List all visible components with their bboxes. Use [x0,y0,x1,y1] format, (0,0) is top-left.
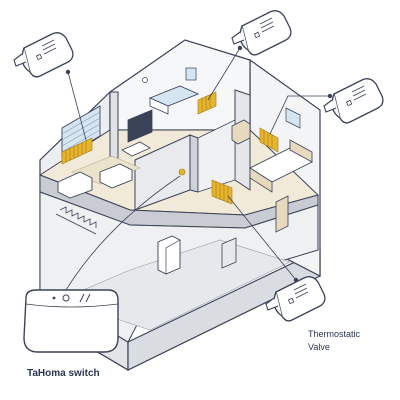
thermostatic-valve-label-line1: Thermostatic [308,329,361,339]
bed-headboard [289,139,313,163]
lower-door [221,237,237,269]
connector-valve-top-left [67,71,87,141]
bathroom-light [142,77,148,83]
tv [127,109,153,143]
radiator-bedroom [259,127,279,153]
hall-door [275,195,289,233]
window-blinds [61,105,101,159]
connector-valve-right [269,95,330,135]
dresser [231,119,251,145]
back-wall [109,39,251,131]
bedroom-window [285,107,301,129]
connector-valve-bottom-right [227,195,297,281]
thermostatic-valve-label-line2: Valve [308,342,330,352]
hall-lamp [178,168,186,176]
radiator-living [61,137,93,165]
radiator-hall [211,179,233,205]
house [38,39,321,372]
sofa [99,163,133,189]
partition-wall-3 [189,134,199,193]
tv-stand [121,141,151,157]
bed-side [249,167,273,193]
thermostatic-valve-label: Thermostatic Valve [308,328,388,354]
connector-valve-top-center [207,47,241,101]
bathroom-mirror [185,67,197,81]
connector-hub [59,175,181,301]
tahoma-hub-icon [23,289,119,353]
tahoma-switch-label: TaHoma switch [27,368,100,379]
sofa-left [57,171,93,199]
boiler [157,235,181,275]
bathtub-side [149,97,169,115]
thermostat-valve-icon [13,32,74,78]
staircase [55,206,97,235]
radiator-bathroom [197,91,217,115]
thermostat-valve-icon [323,78,384,124]
partition-wall-5 [197,119,236,193]
